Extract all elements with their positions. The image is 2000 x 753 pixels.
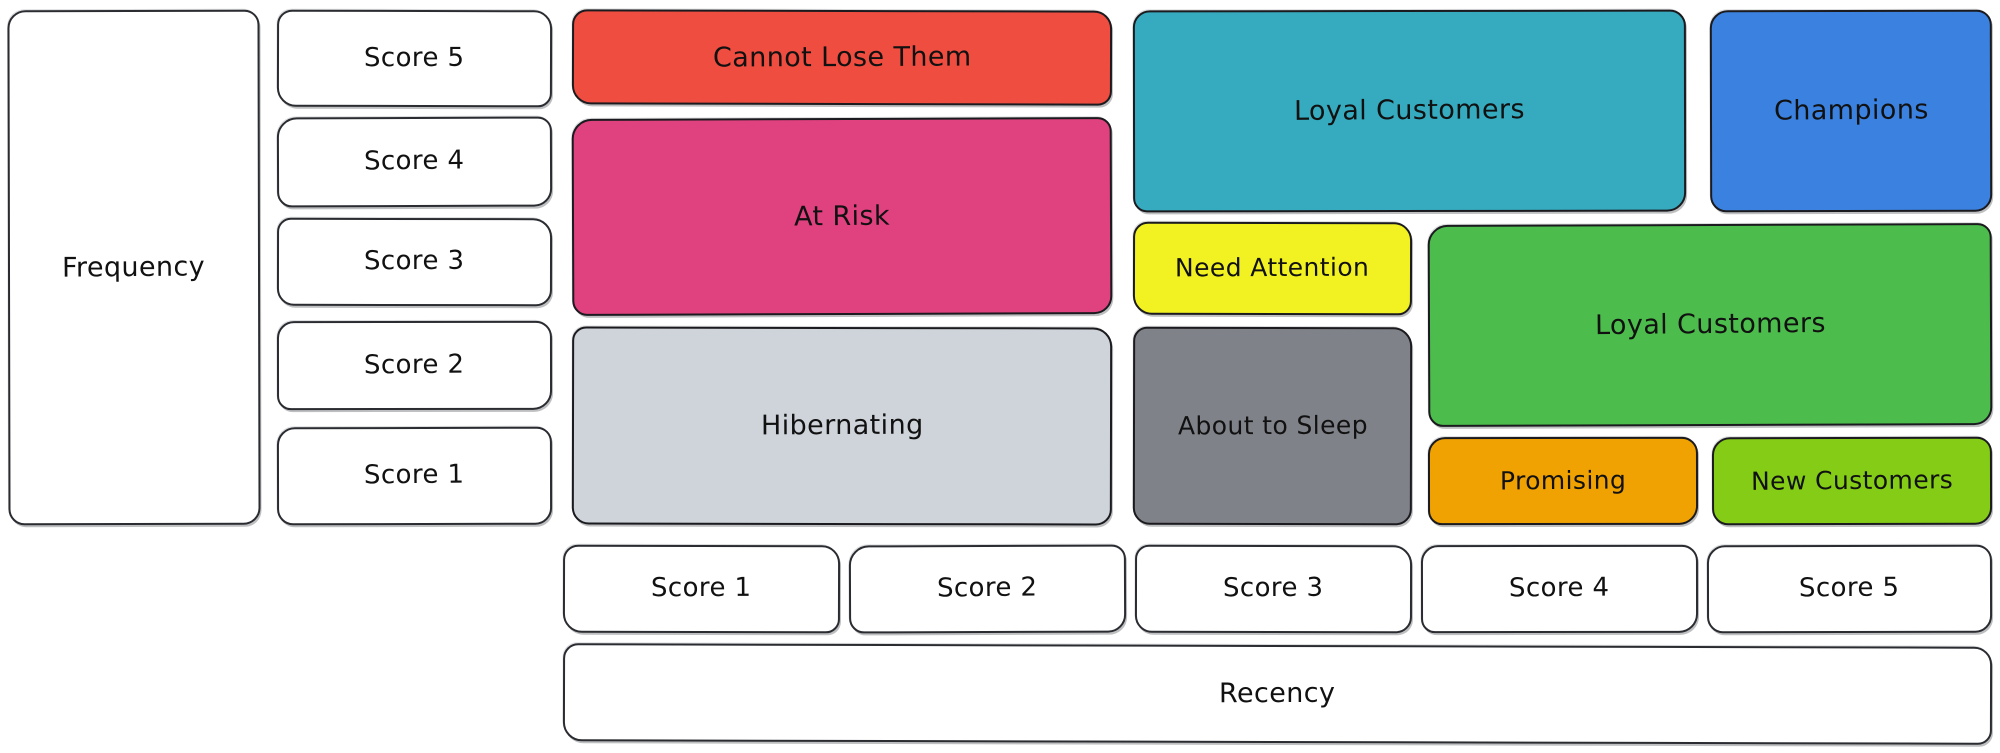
segment-at-risk[interactable]: At Risk [571,117,1113,316]
segment-cannot-lose-them[interactable]: Cannot Lose Them [571,9,1113,106]
axis-label-recency: Recency [562,643,1993,745]
segment-about-to-sleep[interactable]: About to Sleep [1132,326,1413,526]
segment-champions[interactable]: Champions [1709,9,1993,213]
frequency-score-3[interactable]: Score 3 [276,217,553,307]
segment-loyal-customers-green[interactable]: Loyal Customers [1427,223,1993,427]
segment-need-attention[interactable]: Need Attention [1132,221,1413,316]
axis-label-recency-text: Recency [1219,678,1336,710]
frequency-score-2[interactable]: Score 2 [276,320,553,411]
recency-score-3[interactable]: Score 3 [1134,544,1413,634]
frequency-score-1[interactable]: Score 1 [276,426,553,526]
segment-hibernating[interactable]: Hibernating [571,326,1113,526]
frequency-score-5[interactable]: Score 5 [276,9,553,108]
axis-label-frequency-text: Frequency [62,251,206,284]
segment-new-customers[interactable]: New Customers [1711,436,1993,526]
recency-score-1[interactable]: Score 1 [562,544,841,634]
frequency-score-4[interactable]: Score 4 [276,116,553,208]
segment-loyal-customers-teal[interactable]: Loyal Customers [1132,9,1687,213]
recency-score-2[interactable]: Score 2 [848,544,1127,634]
recency-score-5[interactable]: Score 5 [1706,544,1993,634]
segment-promising[interactable]: Promising [1427,436,1699,526]
axis-label-frequency: Frequency [7,9,261,526]
recency-score-4[interactable]: Score 4 [1420,544,1699,634]
